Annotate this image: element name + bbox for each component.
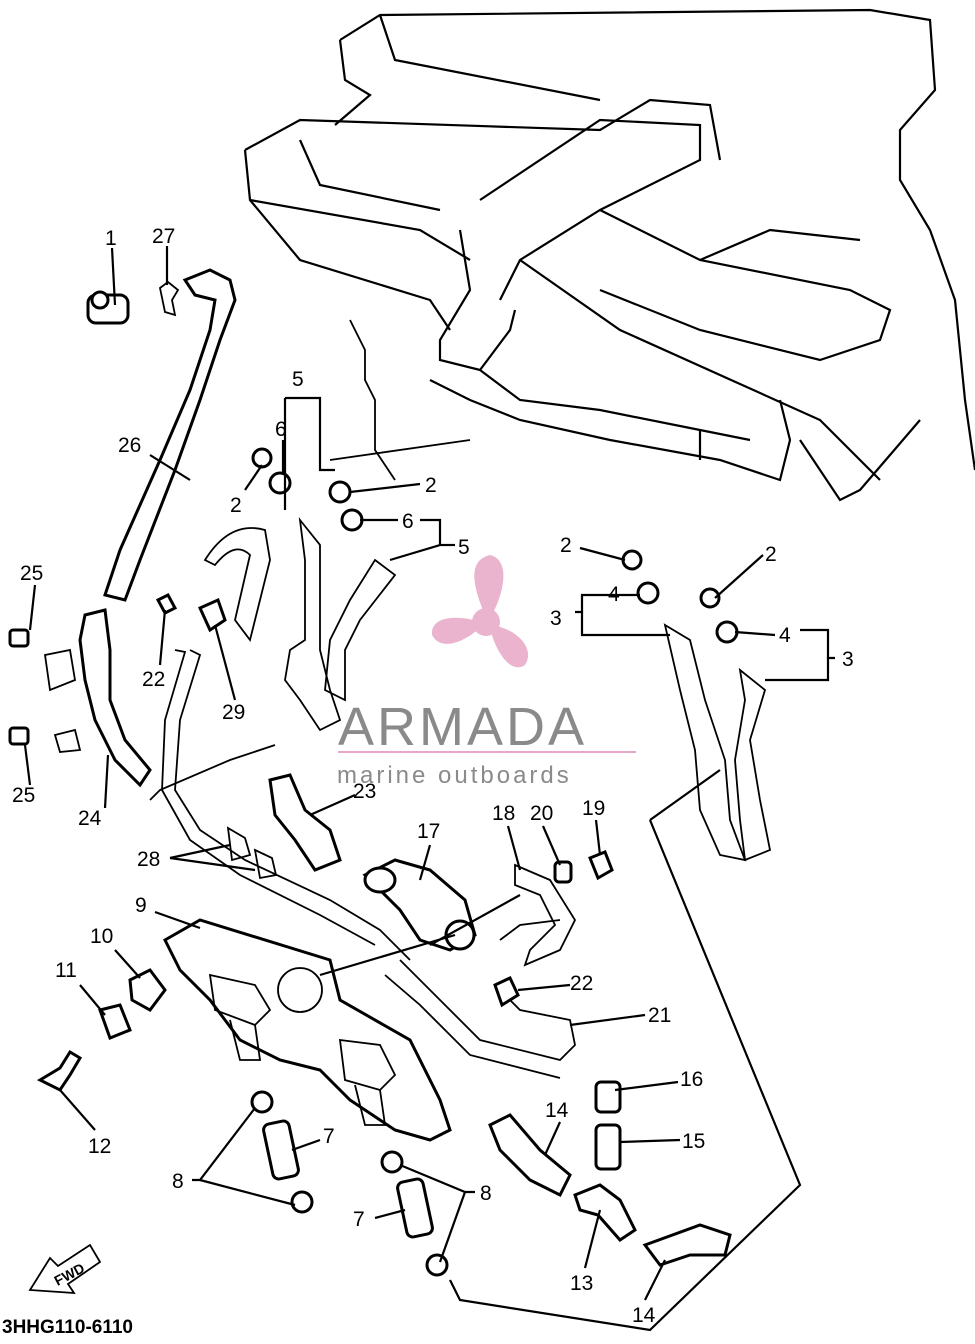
- clamp-8-c: [380, 1150, 404, 1174]
- callout-5-mid: 5: [458, 536, 470, 559]
- callout-1: 1: [105, 227, 117, 250]
- bracket-24: [43, 648, 77, 692]
- callout-3-a: 3: [550, 607, 562, 630]
- pipe-3-right: [663, 623, 772, 862]
- callout-8-right: 8: [480, 1182, 492, 1205]
- nut-4-a: [636, 581, 660, 605]
- callout-8-left: 8: [172, 1170, 184, 1193]
- callout-19: 19: [582, 797, 605, 820]
- cap-2-d: [699, 587, 721, 609]
- watermark-brand: ARMADA: [338, 697, 587, 757]
- callout-25-lower: 25: [12, 784, 35, 807]
- callout-7-right: 7: [353, 1208, 365, 1231]
- cap-2-a: [251, 447, 273, 469]
- callout-25-upper: 25: [20, 562, 43, 585]
- cap-16: [594, 1080, 622, 1114]
- callout-22-upper: 22: [142, 668, 165, 691]
- callout-20: 20: [530, 802, 553, 825]
- callout-9: 9: [135, 894, 147, 917]
- callout-14-lower: 14: [632, 1304, 656, 1327]
- bolt-19: [588, 850, 614, 881]
- callout-18: 18: [492, 802, 515, 825]
- callout-4-a: 4: [608, 583, 620, 606]
- nut-6-a: [268, 471, 292, 495]
- pipe-28: [149, 649, 411, 961]
- bolt-25-lower: [8, 726, 30, 746]
- clip-28-a: [226, 826, 252, 862]
- callout-2-right-b: 2: [765, 543, 777, 566]
- clip-29: [198, 597, 227, 633]
- clamp-8-b: [290, 1190, 314, 1214]
- collar-11: [98, 1003, 132, 1040]
- callout-6-mid: 6: [402, 510, 414, 533]
- hose-15: [594, 1123, 622, 1171]
- callout-15: 15: [682, 1130, 705, 1153]
- reed-valve-block: [163, 918, 452, 1142]
- washer-20: [553, 860, 573, 884]
- clip-28-b: [253, 848, 278, 880]
- grommet-10: [128, 968, 167, 1012]
- hose-26: [103, 268, 237, 602]
- bolt-25-upper: [8, 628, 30, 648]
- bolt-12: [36, 1049, 83, 1092]
- cap-2-b: [328, 480, 352, 504]
- hose-23: [268, 773, 342, 872]
- clip-22-upper: [155, 593, 178, 615]
- callout-12: 12: [88, 1135, 111, 1158]
- clip-27: [159, 280, 180, 317]
- callout-21: 21: [648, 1004, 671, 1027]
- callout-5-upper: 5: [292, 368, 304, 391]
- callout-14-upper: 14: [545, 1099, 569, 1122]
- callout-2-left: 2: [230, 494, 242, 517]
- pipe-29: [203, 527, 271, 643]
- callout-4-b: 4: [779, 624, 791, 647]
- callout-16: 16: [680, 1068, 703, 1091]
- leader-lines: [23, 246, 835, 1332]
- small-parts: [8, 280, 739, 1277]
- callout-27: 27: [152, 225, 175, 248]
- callout-6-left: 6: [275, 418, 287, 441]
- callout-2-mid: 2: [425, 474, 437, 497]
- cap-2-c: [621, 549, 643, 571]
- armada-watermark: ARMADA marine outboards: [337, 555, 636, 789]
- callout-7-left: 7: [323, 1125, 335, 1148]
- front-arrow: FWD: [28, 1243, 102, 1295]
- clamp-8-a: [250, 1090, 274, 1114]
- callout-29: 29: [222, 701, 245, 724]
- callout-23: 23: [353, 780, 376, 803]
- hose-24: [78, 608, 152, 788]
- callout-24: 24: [78, 807, 102, 830]
- bracket-18: [499, 863, 577, 967]
- pipe-5-left: [284, 516, 397, 732]
- armada-propeller-logo: [431, 555, 529, 668]
- joint-13: [573, 1183, 637, 1242]
- nut-6-b: [340, 508, 364, 532]
- callout-28: 28: [137, 848, 160, 871]
- airbox-assembly: [243, 8, 975, 502]
- valve-17: [362, 858, 477, 952]
- hose-7-a: [262, 1119, 300, 1181]
- hose-7-b: [396, 1177, 434, 1239]
- callout-2-right-a: 2: [560, 534, 572, 557]
- nut-4-b: [715, 620, 739, 644]
- callout-labels: 1 27 26 25 25 24 22 29 2 6 5 2 6 5 2 4 3…: [12, 225, 854, 1327]
- callout-13: 13: [570, 1272, 593, 1295]
- hose-14-upper: [488, 1113, 572, 1198]
- callout-11: 11: [55, 959, 77, 982]
- clip-22-lower: [493, 976, 520, 1008]
- callout-10: 10: [90, 925, 113, 948]
- callout-22-lower: 22: [570, 972, 593, 995]
- diagram-code: 3HHG110-6110: [2, 1317, 133, 1338]
- clamp-8-d: [425, 1253, 449, 1277]
- hose-14-lower: [642, 1223, 732, 1267]
- callout-26: 26: [118, 434, 141, 457]
- callout-3-b: 3: [842, 648, 854, 671]
- watermark-tagline: marine outboards: [337, 762, 572, 789]
- hose-21: [384, 959, 576, 1079]
- callout-17: 17: [417, 820, 440, 843]
